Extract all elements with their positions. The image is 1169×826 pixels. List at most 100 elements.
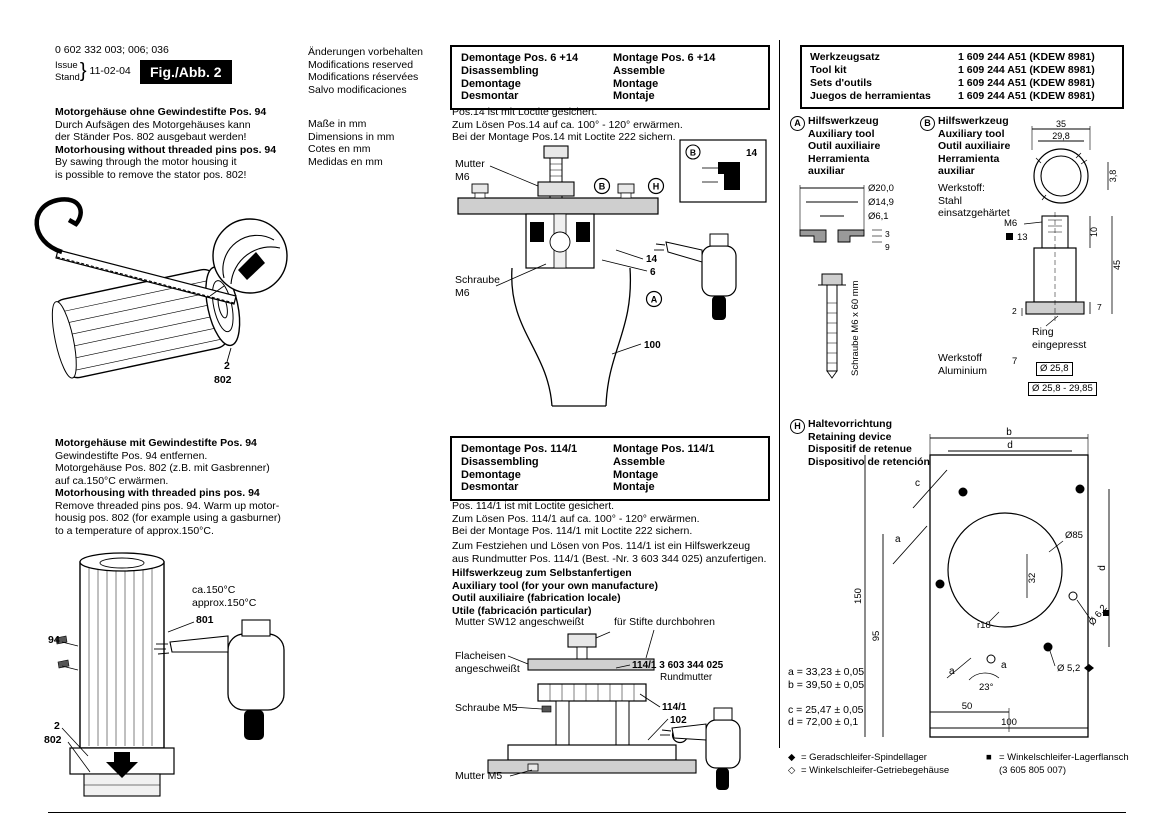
fig4-rundmutter: Rundmutter <box>660 672 713 683</box>
dim-7: 7 <box>1097 302 1102 312</box>
label-m6: M6 <box>1004 218 1017 229</box>
dim-d-right: d <box>1097 565 1108 571</box>
diamond-hollow-icon: ◇ <box>788 765 796 776</box>
dim-b: b <box>1006 427 1012 438</box>
toolkit-value: 1 609 244 A51 (KDEW 8981) <box>958 64 1095 76</box>
body-en: Remove threaded pins pos. 94. Warm up mo… <box>55 499 281 537</box>
dim-35: 35 <box>1056 119 1066 129</box>
fig4-part-no: 114/1 3 603 344 025 <box>632 660 724 671</box>
table-row: Tool kit 1 609 244 A51 (KDEW 8981) <box>810 64 1114 77</box>
square-filled-icon: ■ <box>986 752 992 763</box>
dim-r18: r18 <box>977 620 991 631</box>
fig3-inset-pos-14: 14 <box>746 148 758 159</box>
bottom-rule <box>48 812 1126 813</box>
legend-lagerflansch: ■ = Winkelschleifer-Lagerflansch <box>986 752 1129 764</box>
fig4-pos-114: 114/1 <box>662 702 687 713</box>
fig2-temp-de: ca.150°C <box>192 584 236 596</box>
material-aluminium-note: Werkstoff Aluminium <box>938 352 988 377</box>
fig3-inset-badge-b: B <box>690 147 696 157</box>
dim-45: 45 <box>1112 260 1122 270</box>
dim-a-bottom: a <box>949 666 955 677</box>
figure-motor-saw <box>34 197 288 379</box>
legend-text: = Winkelschleifer-Lagerflansch <box>999 752 1129 763</box>
fig4-schraube-m5-label: Schraube M5 <box>455 702 518 714</box>
section-h-title: Haltevorrichtung Retaining device Dispos… <box>808 418 930 468</box>
toolkit-label: Tool kit <box>810 64 847 76</box>
fig3-badge-b: B <box>599 182 606 192</box>
table-row: Juegos de herramientas 1 609 244 A51 (KD… <box>810 90 1114 103</box>
figure-auxiliary-tool: 114/1 3 603 344 025 Rundmutter 114/1 102… <box>487 629 741 790</box>
section-motorhousing-with-pins: Motorgehäuse mit Gewindestifte Pos. 94 G… <box>55 437 315 537</box>
figure-sleeve: M6 13 10 45 7 2 <box>1004 212 1122 327</box>
legend-text: = Geradschleifer-Spindellager <box>801 752 927 763</box>
badge-a: A <box>790 116 805 131</box>
body-de: Gewindestifte Pos. 94 entfernen. Motorge… <box>55 449 270 487</box>
issue-label: Issue <box>55 60 78 71</box>
table-row: Werkzeugsatz 1 609 244 A51 (KDEW 8981) <box>810 51 1114 64</box>
fig2-pos-94: 94 <box>48 634 60 646</box>
disassembly-header: Demontage Pos. 6 +14 Disassembling Demon… <box>461 52 579 103</box>
body-en: By sawing through the motor housing it i… <box>55 156 247 181</box>
dim-38: 3,8 <box>1108 170 1118 183</box>
units-note: Maße in mm Dimensions in mm Cotes en mm … <box>308 118 395 168</box>
badge-h: H <box>790 419 805 434</box>
fig3-pos-6: 6 <box>650 267 656 278</box>
figure-housing-torch <box>55 552 285 797</box>
fig4-mutter-m5-label: Mutter M5 <box>455 770 503 782</box>
fig1-pos-802: 802 <box>214 374 232 386</box>
dim-20: Ø20,0 <box>868 183 894 194</box>
material-steel-note: Werkstoff: Stahl einsatzgehärtet <box>938 182 1010 219</box>
diamond-filled-icon: ◆ <box>788 752 796 763</box>
assembly-header: Montage Pos. 114/1 Assemble Montage Mont… <box>613 443 715 494</box>
dim-a-bottom2: a <box>1001 660 1007 671</box>
fig4-pos-102: 102 <box>670 715 687 726</box>
dim-150: 150 <box>853 588 864 604</box>
figure-number-box: Fig./Abb. 2 <box>140 60 232 84</box>
header-box-pos6-14: Demontage Pos. 6 +14 Disassembling Demon… <box>450 45 770 111</box>
dim-9: 9 <box>885 242 890 252</box>
fig1-pos-2: 2 <box>224 360 230 372</box>
issue-stand-block: Issue Stand } 11-02-04 <box>55 60 131 83</box>
title-en: Motorhousing with threaded pins pos. 94 <box>55 487 260 499</box>
dim-2: 2 <box>1012 306 1017 316</box>
figure-assembly-pos6-14: B H B 14 14 6 A 100 <box>457 139 767 407</box>
fig2-temp-en: approx.150°C <box>192 597 257 609</box>
brace-glyph: } <box>79 60 87 82</box>
toolkit-value: 1 609 244 A51 (KDEW 8981) <box>958 90 1095 102</box>
dim-258-box: Ø 25,8 <box>1036 362 1073 376</box>
dim-d: d <box>1007 440 1013 451</box>
fig3-pos-14: 14 <box>646 254 658 265</box>
column-divider <box>779 40 780 748</box>
dim-298: 29,8 <box>1052 131 1070 141</box>
dim-85: Ø85 <box>1065 530 1083 541</box>
section-b-title: Hilfswerkzeug Auxiliary tool Outil auxil… <box>938 115 1011 177</box>
legend-lagerflansch-number: (3 605 805 007) <box>999 765 1067 776</box>
figure-ring: 35 29,8 3,8 <box>1031 119 1118 204</box>
dim-c: c <box>915 478 920 489</box>
dim-7b: 7 <box>1012 356 1018 367</box>
title-de: Motorgehäuse mit Gewindestifte Pos. 94 <box>55 437 257 449</box>
fig4-stifte-label: für Stifte durchbohren <box>614 616 715 628</box>
fig4-mutter-sw12-label: Mutter SW12 angeschweißt <box>455 616 584 628</box>
auxtool-heading: Hilfswerkzeug zum Selbstanfertigen Auxil… <box>452 567 658 617</box>
fig3-badge-a: A <box>651 295 658 305</box>
fig2-pos-801: 801 <box>196 614 214 626</box>
dim-258-2985-box: Ø 25,8 - 29,85 <box>1028 382 1097 396</box>
fig2-pos-2: 2 <box>54 720 60 732</box>
toolkit-value: 1 609 244 A51 (KDEW 8981) <box>958 51 1095 63</box>
screw-label: Schraube M6 x 60 mm <box>850 280 861 376</box>
fig2-pos-802: 802 <box>44 734 62 746</box>
toolkit-value: 1 609 244 A51 (KDEW 8981) <box>958 77 1095 89</box>
fig3-pos-100: 100 <box>644 340 661 351</box>
figure-washer-screw: Ø20,0 Ø14,9 Ø6,1 3 9 Schraube M6 x 60 mm <box>799 183 894 379</box>
dim-23deg: 23° <box>979 682 994 693</box>
loctite-note-pos114: Pos. 114/1 ist mit Loctite gesichert. Zu… <box>452 500 700 537</box>
legend-text: = Winkelschleifer-Getriebegehäuse <box>801 765 950 776</box>
badge-b: B <box>920 116 935 131</box>
modifications-note: Änderungen vorbehalten Modifications res… <box>308 46 424 96</box>
title-de: Motorgehäuse ohne Gewindestifte Pos. 94 <box>55 106 267 118</box>
revision-date: 11-02-04 <box>89 65 131 78</box>
dim-3: 3 <box>885 229 890 239</box>
toolkit-table: Werkzeugsatz 1 609 244 A51 (KDEW 8981) T… <box>800 45 1124 109</box>
